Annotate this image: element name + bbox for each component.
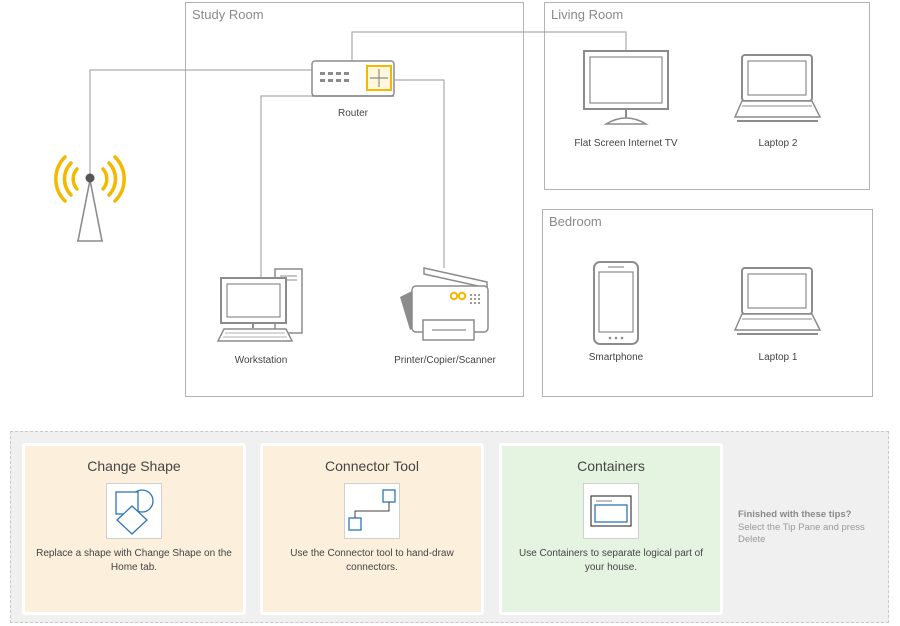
laptop-icon[interactable] xyxy=(733,54,822,122)
finished-text: Select the Tip Pane and press Delete xyxy=(738,521,865,546)
connectors xyxy=(89,31,627,278)
connector-router-tv[interactable] xyxy=(351,31,627,61)
tip-description: Use the Connector tool to hand-draw conn… xyxy=(290,548,454,573)
desktop-computer-icon[interactable] xyxy=(216,268,303,342)
tip-card-change-shape[interactable]: Change Shape Replace a shape with Change… xyxy=(22,443,246,615)
monitor-icon[interactable] xyxy=(583,50,669,125)
wifi-antenna-icon[interactable] xyxy=(54,155,126,242)
tip-title: Change Shape xyxy=(87,458,181,474)
bedroom-container[interactable]: Bedroom xyxy=(542,209,873,397)
tip-description: Replace a shape with Change Shape on the… xyxy=(36,548,232,573)
tv-label: Flat Screen Internet TV xyxy=(574,138,678,149)
tip-title: Containers xyxy=(577,458,645,474)
tip-card-containers[interactable]: Containers Use Containers to separate lo… xyxy=(499,443,723,615)
bedroom-title: Bedroom xyxy=(549,214,602,229)
tip-title: Connector Tool xyxy=(325,458,419,474)
laptop2-label: Laptop 2 xyxy=(759,138,798,149)
connector-router-workstation[interactable] xyxy=(260,95,320,278)
router-icon[interactable] xyxy=(311,60,395,97)
printer-icon[interactable] xyxy=(400,267,489,341)
router-label: Router xyxy=(338,108,369,119)
network-diagram: Study Room Living Room Bedroom xyxy=(54,2,873,397)
finished-heading: Finished with these tips? xyxy=(738,509,852,520)
tip-pane[interactable]: Change Shape Replace a shape with Change… xyxy=(10,431,889,623)
laptop-icon[interactable] xyxy=(733,267,822,335)
tip-description: Use Containers to separate logical part … xyxy=(519,548,703,573)
living-room-container[interactable]: Living Room xyxy=(544,2,870,190)
connector-antenna-router[interactable] xyxy=(89,69,312,178)
smartphone-label: Smartphone xyxy=(589,352,644,363)
connector-router-printer[interactable] xyxy=(395,79,445,268)
finished-tips-note: Finished with these tips? Select the Tip… xyxy=(738,509,888,547)
change-shape-icon xyxy=(106,483,162,539)
connector-tool-icon xyxy=(344,483,400,539)
workstation-label: Workstation xyxy=(235,355,288,366)
container-icon xyxy=(583,483,639,539)
living-room-title: Living Room xyxy=(551,7,623,22)
tip-card-connector-tool[interactable]: Connector Tool Use the Connector tool to… xyxy=(260,443,484,615)
printer-label: Printer/Copier/Scanner xyxy=(394,355,496,366)
laptop1-label: Laptop 1 xyxy=(759,352,798,363)
smartphone-icon[interactable] xyxy=(593,261,639,345)
study-room-title: Study Room xyxy=(192,7,264,22)
study-room-container[interactable]: Study Room xyxy=(185,2,524,397)
